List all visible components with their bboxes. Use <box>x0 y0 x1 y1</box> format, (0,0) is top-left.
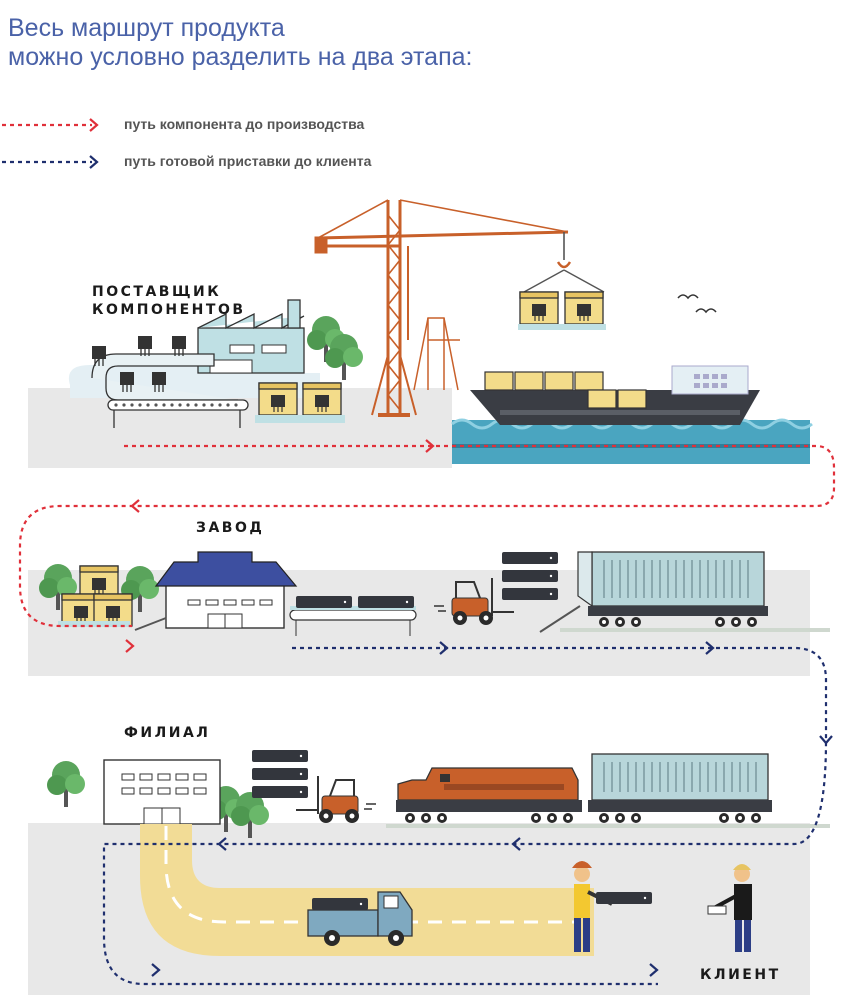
factory-building <box>134 551 298 631</box>
freight-wagon <box>539 551 830 633</box>
route-product-arrows <box>151 641 833 977</box>
branch-label: ФИЛИАЛ <box>124 725 211 741</box>
assembly-conveyor <box>289 596 417 636</box>
forklift-icon <box>434 578 514 625</box>
legend-item-product: путь готовой приставки до клиента <box>0 150 600 174</box>
legend-label: путь готовой приставки до клиента <box>124 153 372 169</box>
legend-item-component: путь компонента до производства <box>0 113 600 137</box>
stb-device-icon <box>252 750 308 798</box>
hanging-cargo <box>518 269 606 330</box>
supplier-label-line2: КОМПОНЕНТОВ <box>92 302 246 318</box>
blue-arrow-icon <box>2 155 99 169</box>
red-arrow-icon <box>2 118 99 132</box>
stb-device-icon <box>502 552 558 600</box>
road <box>140 824 594 956</box>
crane-silhouette <box>413 317 460 391</box>
tree-icon <box>307 316 363 380</box>
page-title: Весь маршрут продукта можно условно разд… <box>8 14 473 71</box>
supplier-label: ПОСТАВЩИК КОМПОНЕНТОВ <box>92 283 246 319</box>
box-icon <box>58 565 133 627</box>
route-component-arrows <box>125 439 435 653</box>
forklift-icon <box>296 776 376 823</box>
truck-icon <box>307 891 413 946</box>
ship-icon <box>470 365 760 425</box>
client-label: КЛИЕНТ <box>700 967 781 983</box>
locomotive-icon <box>396 767 582 823</box>
box-icon <box>255 382 345 423</box>
person-icon <box>707 864 752 952</box>
sea <box>451 418 813 464</box>
crane-icon <box>314 199 572 417</box>
person-icon <box>572 861 652 952</box>
route-component <box>18 444 836 628</box>
bird-icon <box>677 294 717 314</box>
route-product <box>102 646 828 986</box>
factory-label: ЗАВОД <box>196 520 265 536</box>
branch-building <box>103 759 221 825</box>
supplier-factory <box>68 299 320 428</box>
freight-wagon <box>386 753 830 828</box>
supplier-label-line1: ПОСТАВЩИК <box>92 284 222 300</box>
legend-label: путь компонента до производства <box>124 116 365 132</box>
